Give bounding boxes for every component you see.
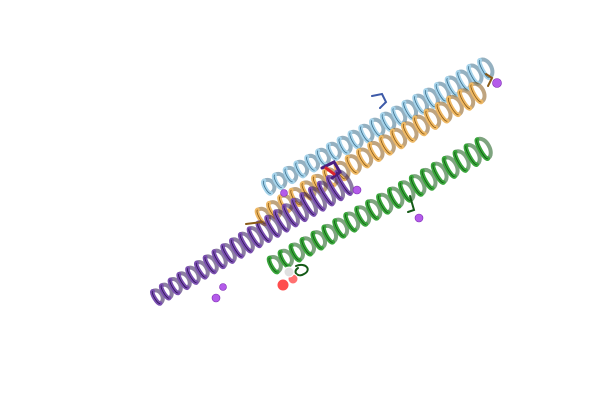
helix-turn-outline <box>478 59 490 79</box>
helix-turn-outline <box>301 238 311 255</box>
helix-light-blue <box>261 57 495 196</box>
ligand-carbon <box>283 266 295 278</box>
ions <box>211 78 502 303</box>
helix-turn-outline <box>436 104 448 122</box>
ion <box>414 213 424 223</box>
helix-turn-outline <box>414 96 424 113</box>
helix-turn-outline <box>424 90 435 107</box>
green-loop <box>294 264 309 277</box>
helix-turn-outline <box>399 182 411 201</box>
helix-turn-outline <box>290 245 300 261</box>
helix-turn-outline <box>388 188 400 207</box>
helix-turn-outline <box>338 138 348 154</box>
helix-turn-outline <box>295 162 304 177</box>
helix-turn-outline <box>160 285 170 299</box>
helix-turn-outline <box>248 228 261 247</box>
blue-sidechain <box>371 92 388 109</box>
helix-turn-outline <box>309 188 324 210</box>
helix-turn-outline <box>360 126 370 142</box>
helix-turn-outline <box>230 239 242 257</box>
helix-turn-outline <box>213 251 224 268</box>
helix-turn-outline <box>327 144 337 160</box>
helix-turn-outline <box>476 139 489 160</box>
helix-turn-outline <box>268 257 278 273</box>
helix-turn-outline <box>421 170 433 189</box>
helix-turn-outline <box>377 195 389 213</box>
orange-loop-end <box>485 73 494 87</box>
helix-turn-outline <box>380 136 391 154</box>
helix-turn-outline <box>178 273 188 289</box>
helix-turn-outline <box>366 201 378 219</box>
helix-turn-outline <box>273 174 282 188</box>
helix-turn-outline <box>334 220 345 237</box>
helix-turn-outline <box>402 123 414 141</box>
helix-turn-outline <box>369 143 380 161</box>
helix-turn-outline <box>435 84 446 102</box>
helix-turn-outline <box>195 262 206 278</box>
red-sidechain <box>324 166 336 176</box>
helix-turn-outline <box>470 84 482 103</box>
helix-turn-outline <box>346 156 357 173</box>
ion <box>492 78 502 88</box>
helix-turn-outline <box>222 245 233 263</box>
helix-turn-outline <box>283 205 297 226</box>
helix-turn-outline <box>187 268 197 283</box>
helix-turn-outline <box>414 117 425 135</box>
helix-turn-outline <box>284 168 293 183</box>
helix-turn-outline <box>465 145 478 166</box>
helix-turn-outline <box>257 222 270 242</box>
helix-turn-outline <box>425 110 437 128</box>
helix-turn-outline <box>266 216 279 236</box>
helix-turn-outline <box>345 213 356 231</box>
helix-turn-outline <box>323 226 333 243</box>
helix-purple <box>150 169 354 306</box>
helix-turn-outline <box>370 120 381 136</box>
ion <box>219 283 227 291</box>
helix-turn-outline <box>447 97 459 116</box>
helix-turn-outline <box>301 194 315 216</box>
orange-n-term <box>245 221 263 225</box>
helix-turn-outline <box>357 150 368 167</box>
helix-turn-outline <box>392 108 403 125</box>
helix-turn-outline <box>318 182 333 205</box>
helix-turn-outline <box>316 150 326 165</box>
helix-turn-outline <box>356 207 367 225</box>
helix-turn-outline <box>204 256 215 273</box>
ion <box>211 293 221 303</box>
helix-turn-outline <box>443 157 455 177</box>
helix-turn-outline <box>403 102 413 119</box>
helix-turn-outline <box>312 232 322 249</box>
helix-turn-outline <box>279 251 289 267</box>
helix-turn-outline <box>459 90 471 109</box>
ligand <box>276 266 299 292</box>
helix-turn-outline <box>274 211 288 231</box>
helix-turn-outline <box>381 114 392 131</box>
helix-turn-outline <box>446 77 457 96</box>
helix-turn-outline <box>349 132 359 148</box>
helix-turn-outline <box>327 177 342 200</box>
helix-turn-outline <box>263 180 271 194</box>
ion <box>280 189 288 197</box>
green-tail <box>407 195 416 213</box>
helix-green <box>266 136 493 275</box>
helix-turn-outline <box>391 130 403 148</box>
purple-sidechain <box>320 160 342 180</box>
helix-turn-outline <box>292 199 306 221</box>
helix-turn-outline <box>454 151 467 171</box>
ion <box>352 185 362 195</box>
helix-turn-outline <box>239 233 252 252</box>
ligand-oxygen-1 <box>276 278 290 292</box>
loop-details <box>245 73 494 277</box>
helix-turn-outline <box>306 156 315 171</box>
helix-turn-outline <box>432 164 444 183</box>
helix-turn-outline <box>410 176 422 195</box>
helix-turn-outline <box>151 290 161 304</box>
helix-turn-outline <box>169 279 179 294</box>
